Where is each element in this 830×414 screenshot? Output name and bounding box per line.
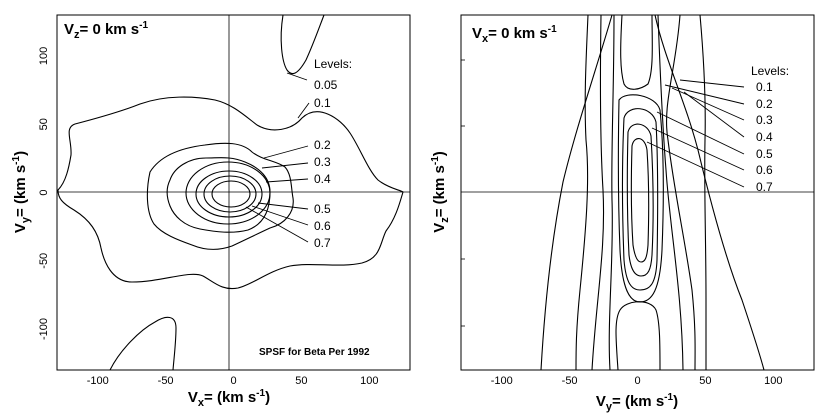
right-level-label: 0.7 xyxy=(756,180,773,194)
right-contour-0.1-left xyxy=(540,14,613,371)
left-contour-0.6 xyxy=(203,175,257,213)
leader-left-0.2 xyxy=(263,145,309,159)
left-y-tick-labels: 100 50 0 -50 -100 xyxy=(38,47,50,340)
leader-left-0.1 xyxy=(297,102,310,119)
left-contour-0.3 xyxy=(166,157,271,233)
right-contour-0.5 xyxy=(621,108,659,291)
left-level-label: 0.7 xyxy=(314,236,331,250)
leader-left-0.6 xyxy=(251,205,309,226)
leader-right-0.6 xyxy=(651,127,745,171)
left-y-tick-label: -50 xyxy=(38,253,50,269)
left-x-tick-label: 0 xyxy=(230,375,236,387)
left-level-label: 0.3 xyxy=(314,155,331,169)
left-contour-0.7 xyxy=(211,180,251,208)
leader-left-0.4 xyxy=(265,178,309,183)
left-title: Vz= 0 km s-1 xyxy=(64,20,148,41)
right-level-label: 0.6 xyxy=(756,163,773,177)
right-contour-0.4-mid xyxy=(617,94,664,303)
right-x-tick-label: 50 xyxy=(699,375,711,387)
left-x-tick-label: -50 xyxy=(158,375,174,387)
left-y-tick-label: 0 xyxy=(38,189,50,195)
right-x-tick-label: -50 xyxy=(562,375,578,387)
right-level-label: 0.1 xyxy=(756,80,773,94)
left-level-label: 0.6 xyxy=(314,219,331,233)
left-x-tick-labels: -100 -50 0 50 100 xyxy=(87,375,379,387)
left-leader-lines xyxy=(245,72,310,243)
right-panel: Levels: 0.1 0.2 0.3 0.4 0.5 0.6 0.7 Vx= … xyxy=(430,14,815,413)
leader-left-0.3 xyxy=(261,162,309,169)
leader-left-0.5 xyxy=(257,202,309,210)
left-level-label: 0.2 xyxy=(314,138,331,152)
left-panel: Levels: 0.05 0.1 0.2 0.3 0.4 0.5 0.6 0.7… xyxy=(11,14,411,409)
leader-right-0.2 xyxy=(664,84,745,105)
left-annotation: SPSF for Beta Per 1992 xyxy=(259,347,370,358)
left-contour-0.05 xyxy=(280,14,325,75)
right-x-tick-labels: -100 -50 0 50 100 xyxy=(491,375,783,387)
right-contour-0.3-right xyxy=(657,14,684,371)
left-plot-frame xyxy=(56,14,411,371)
leader-right-0.4 xyxy=(683,91,745,138)
left-x-tick-label: 50 xyxy=(295,375,307,387)
right-level-label: 0.5 xyxy=(756,147,773,161)
right-level-label: 0.4 xyxy=(756,130,773,144)
left-y-tick-label: 50 xyxy=(38,118,50,130)
right-contour-0.1-right xyxy=(654,14,765,371)
left-level-label: 0.5 xyxy=(314,202,331,216)
left-x-axis-label: Vx= (km s-1) xyxy=(188,388,270,409)
left-contour-0.2 xyxy=(146,142,294,250)
right-contour-0.3-left xyxy=(608,14,615,371)
leader-right-0.3 xyxy=(671,87,745,121)
leader-right-0.5 xyxy=(656,111,745,155)
right-contour-edge-left xyxy=(575,14,589,371)
right-x-tick-label: -100 xyxy=(491,375,513,387)
left-y-axis-label: Vy= (km s-1) xyxy=(11,151,32,233)
left-level-label: 0.4 xyxy=(314,172,331,186)
right-x-tick-label: 100 xyxy=(764,375,782,387)
right-leader-lines xyxy=(646,79,745,188)
left-contour-0.05-lower xyxy=(109,316,177,371)
right-contours xyxy=(540,14,765,371)
left-contour-0.5 xyxy=(195,170,263,218)
left-y-tick-label: 100 xyxy=(38,47,50,65)
right-title: Vx= 0 km s-1 xyxy=(472,24,557,45)
left-level-label: 0.1 xyxy=(314,96,331,110)
leader-left-0.05 xyxy=(286,72,308,81)
left-levels-title: Levels: xyxy=(314,57,352,71)
right-contour-0.7 xyxy=(630,138,650,263)
right-y-axis-label: Vz= (km s-1) xyxy=(430,151,451,233)
right-y-tick-marks xyxy=(461,59,465,327)
left-level-label: 0.05 xyxy=(314,78,338,92)
right-contour-edge-right xyxy=(699,14,707,370)
right-level-label: 0.3 xyxy=(756,113,773,127)
left-contours xyxy=(57,14,404,371)
right-level-label: 0.2 xyxy=(756,97,773,111)
right-x-tick-label: 0 xyxy=(634,375,640,387)
right-contour-0.2-right xyxy=(665,14,696,371)
left-contour-0.1 xyxy=(57,96,404,290)
left-y-tick-label: -100 xyxy=(38,318,50,340)
leader-right-0.7 xyxy=(646,141,745,188)
right-x-axis-label: Vy= (km s-1) xyxy=(596,392,678,413)
leader-left-0.7 xyxy=(245,206,309,243)
right-contour-0.6 xyxy=(626,123,654,277)
left-x-tick-label: -100 xyxy=(87,375,109,387)
left-x-tick-label: 100 xyxy=(360,375,378,387)
right-contour-0.2-left xyxy=(591,14,605,371)
leader-right-0.1 xyxy=(679,79,745,88)
right-plot-frame xyxy=(460,14,815,371)
left-contour-0.4 xyxy=(185,161,271,225)
right-levels-title: Levels: xyxy=(751,64,789,78)
